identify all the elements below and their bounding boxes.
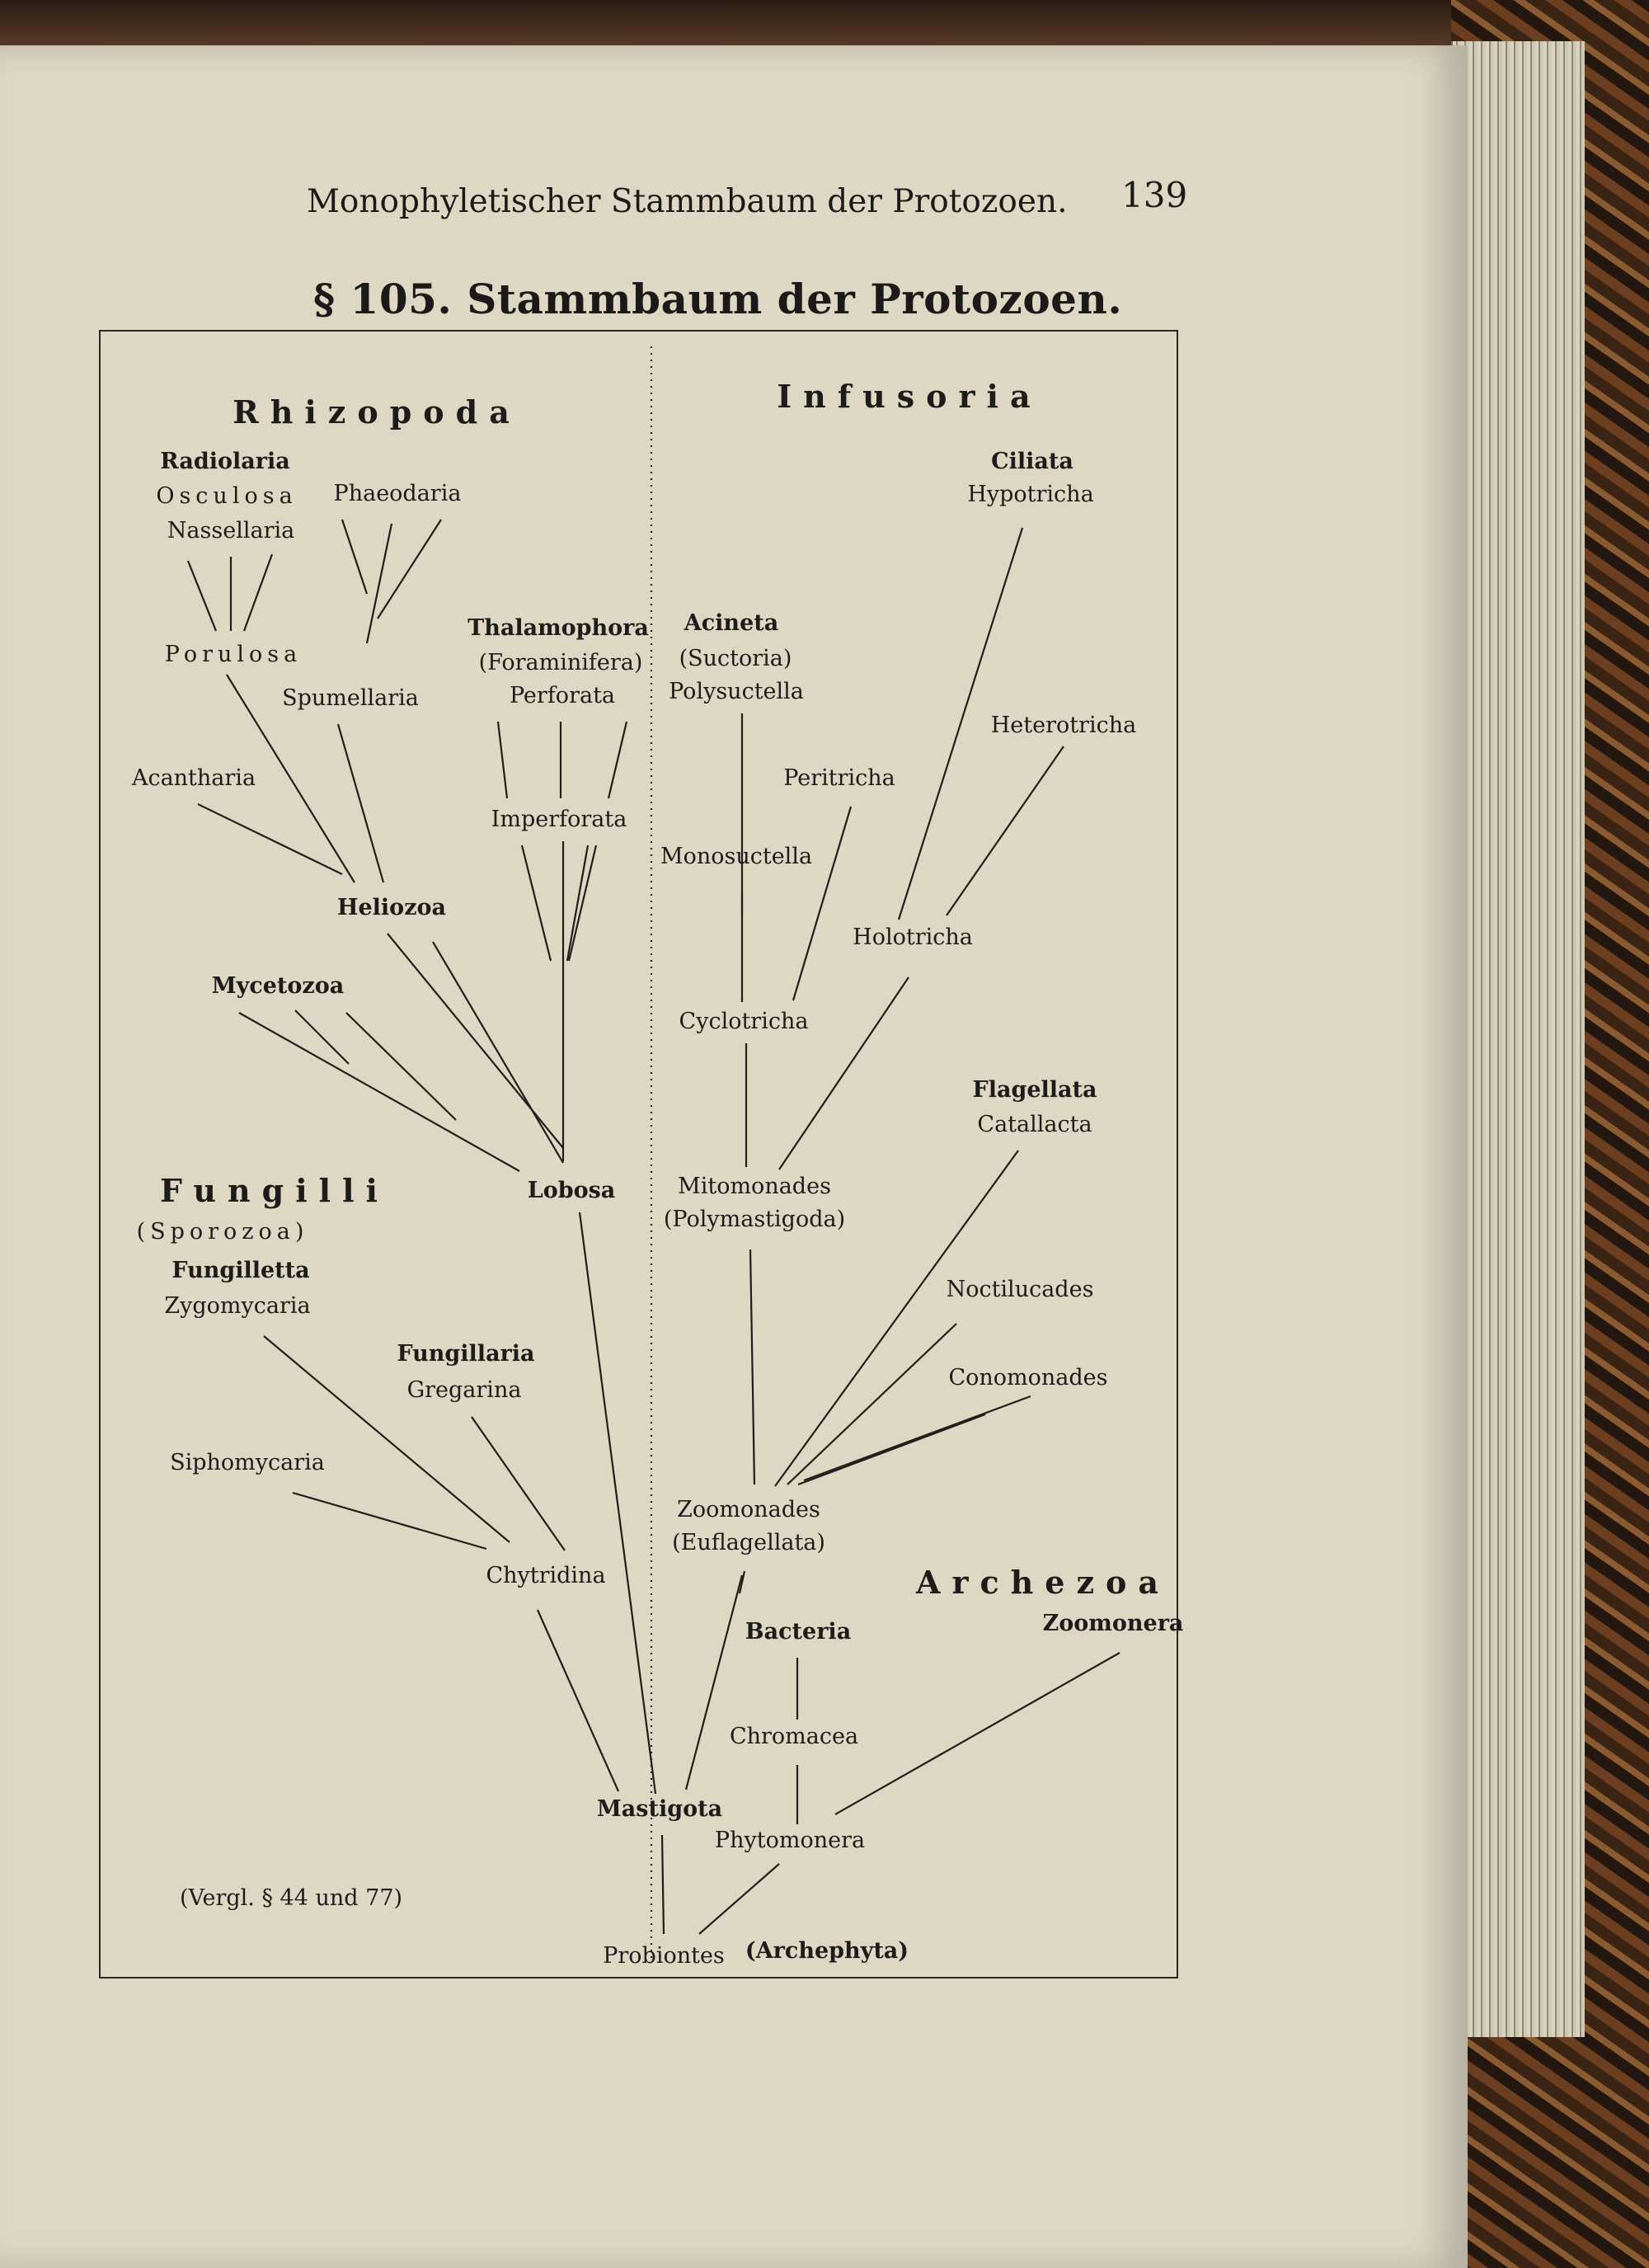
taxon-nassellaria: Nassellaria	[167, 518, 295, 543]
diagram-frame	[99, 330, 1178, 1979]
group-fungilli: Fungilli	[160, 1172, 389, 1209]
taxon-mitomonades: Mitomonades	[678, 1174, 831, 1199]
taxon-holotricha: Holotricha	[853, 925, 973, 950]
taxon-zoomonades: Zoomonades	[677, 1497, 820, 1522]
taxon-hypotricha: Hypotricha	[967, 482, 1094, 507]
taxon-flagellata: Flagellata	[972, 1077, 1097, 1103]
taxon-phaeodaria: Phaeodaria	[333, 481, 462, 506]
group-archezoa: Archezoa	[916, 1564, 1170, 1601]
group-infusoria: Infusoria	[777, 378, 1042, 415]
taxon-spumellaria: Spumellaria	[282, 685, 419, 711]
taxon-foraminifera: (Foraminifera)	[478, 650, 643, 675]
taxon-heterotricha: Heterotricha	[990, 713, 1137, 738]
page-number: 139	[1121, 175, 1188, 215]
taxon-polysuctella: Polysuctella	[669, 679, 804, 704]
taxon-noctilucades: Noctilucades	[946, 1277, 1094, 1302]
taxon-sporozoa: (Sporozoa)	[136, 1219, 309, 1245]
taxon-peritricha: Peritricha	[783, 765, 895, 791]
taxon-cyclotricha: Cyclotricha	[679, 1009, 809, 1034]
taxon-ciliata: Ciliata	[991, 449, 1073, 474]
taxon-polymastigoda: (Polymastigoda)	[663, 1207, 846, 1232]
reference-note: (Vergl. § 44 und 77)	[179, 1885, 403, 1911]
taxon-zygomycaria: Zygomycaria	[164, 1293, 311, 1319]
page-edges	[1451, 41, 1585, 2037]
taxon-acineta: Acineta	[684, 610, 779, 636]
taxon-imperforata: Imperforata	[491, 807, 627, 832]
taxon-chytridina: Chytridina	[486, 1563, 606, 1588]
taxon-siphomycaria: Siphomycaria	[170, 1450, 325, 1475]
taxon-osculosa: Osculosa	[156, 483, 298, 509]
taxon-zoomonera: Zoomonera	[1042, 1611, 1184, 1636]
taxon-bacteria: Bacteria	[745, 1619, 852, 1645]
taxon-catallacta: Catallacta	[977, 1112, 1092, 1137]
taxon-suctoria: (Suctoria)	[679, 646, 792, 671]
group-rhizopoda: Rhizopoda	[233, 393, 521, 431]
taxon-perforata: Perforata	[509, 683, 616, 708]
taxon-acantharia: Acantharia	[131, 765, 256, 791]
taxon-radiolaria: Radiolaria	[160, 449, 290, 474]
taxon-mastigota: Mastigota	[596, 1796, 723, 1822]
taxon-lobosa: Lobosa	[527, 1178, 616, 1203]
taxon-heliozoa: Heliozoa	[336, 895, 447, 920]
running-head: Monophyletischer Stammbaum der Protozoen…	[307, 183, 1068, 220]
section-title: § 105. Stammbaum der Protozoen.	[313, 275, 1123, 323]
taxon-chromacea: Chromacea	[729, 1724, 859, 1749]
taxon-euflagellata: (Euflagellata)	[672, 1530, 825, 1555]
taxon-porulosa: Porulosa	[164, 642, 303, 667]
taxon-archephyta: (Archephyta)	[745, 1938, 909, 1964]
taxon-mycetozoa: Mycetozoa	[211, 973, 345, 999]
book-top-edge	[0, 0, 1567, 49]
taxon-monosuctella: Monosuctella	[660, 844, 813, 869]
taxon-gregarina: Gregarina	[406, 1377, 522, 1403]
taxon-fungilletta: Fungilletta	[171, 1258, 310, 1283]
taxon-fungillaria: Fungillaria	[397, 1341, 535, 1367]
taxon-phytomonera: Phytomonera	[714, 1828, 866, 1853]
taxon-conomonades: Conomonades	[948, 1365, 1108, 1390]
taxon-probiontes: Probiontes	[603, 1943, 725, 1969]
taxon-thalamophora: Thalamophora	[467, 615, 649, 641]
